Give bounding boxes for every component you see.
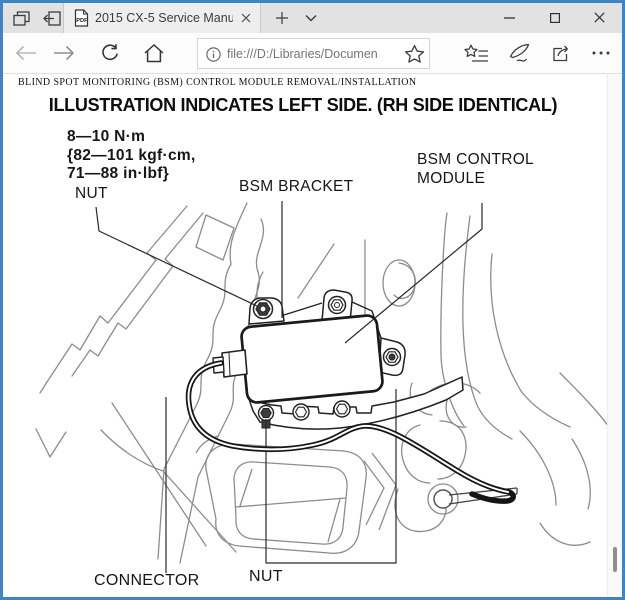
address-bar[interactable]: file:///D:/Libraries/Documen [197, 38, 430, 69]
nut-top-leader [95, 206, 258, 307]
chevron-down-icon [305, 15, 317, 22]
doc-title: ILLUSTRATION INDICATES LEFT SIDE. (RH SI… [48, 95, 558, 115]
hub-button[interactable] [461, 39, 491, 67]
leader-lines [95, 201, 483, 573]
tabs-preview-icon [12, 10, 30, 26]
share-button[interactable] [546, 39, 576, 67]
new-tab-button[interactable] [269, 6, 295, 30]
tab-title: 2015 CX-5 Service Manu [95, 11, 233, 25]
set-tabs-aside-button[interactable] [39, 6, 65, 30]
more-options-button[interactable] [586, 39, 616, 67]
tab-service-manual[interactable]: PDF 2015 CX-5 Service Manu [63, 3, 261, 33]
plus-icon [276, 12, 288, 24]
pdf-icon: PDF [74, 9, 89, 27]
torque-line-1: 8—10 N·m [67, 128, 146, 145]
bsm-bracket-label: BSM BRACKET [239, 178, 354, 195]
nut-bottom-leader [265, 389, 397, 564]
tab-preview-chevron-button[interactable] [299, 7, 323, 29]
close-icon [594, 12, 605, 23]
forward-arrow-icon [54, 45, 75, 61]
close-icon [241, 13, 251, 23]
site-info-icon[interactable] [206, 47, 221, 62]
harness-grommet [427, 483, 518, 515]
tabs-preview-button[interactable] [8, 6, 34, 30]
module-label-line-1: BSM CONTROL [417, 151, 534, 168]
tab-close-button[interactable] [237, 9, 255, 27]
scrollbar-thumb[interactable] [613, 547, 617, 572]
connector-label: CONNECTOR [94, 572, 200, 589]
refresh-icon [102, 44, 118, 61]
vertical-scrollbar[interactable] [607, 74, 622, 597]
back-arrow-icon [15, 45, 36, 61]
more-dots-icon [592, 51, 610, 55]
home-icon [144, 43, 164, 62]
bsm-module-illustration [35, 201, 613, 573]
web-note-button[interactable] [504, 39, 534, 67]
nut-top-label: NUT [75, 185, 108, 202]
torque-line-3: 71—88 in·lbf} [67, 165, 170, 182]
back-button[interactable] [11, 39, 41, 67]
module-leader [344, 203, 483, 344]
maximize-button[interactable] [532, 3, 577, 32]
set-tabs-aside-icon [43, 10, 61, 26]
title-bar: PDF 2015 CX-5 Service Manu [3, 3, 622, 33]
home-button[interactable] [139, 39, 169, 67]
nut-bottom-label: NUT [249, 568, 283, 585]
minimize-button[interactable] [487, 3, 532, 32]
close-window-button[interactable] [577, 3, 622, 32]
star-icon [404, 44, 425, 63]
torque-spec-label: 8—10 N·m {82—101 kgf·cm, 71—88 in·lbf} [67, 128, 196, 184]
forward-button[interactable] [49, 39, 79, 67]
pen-icon [509, 43, 529, 62]
navigation-bar: file:///D:/Libraries/Documen [3, 33, 622, 74]
module-label-line-2: MODULE [417, 169, 486, 187]
maximize-icon [549, 12, 560, 23]
harness-wire [185, 360, 516, 504]
panel-opening [195, 435, 397, 554]
minimize-icon [504, 16, 515, 19]
hub-favorites-icon [463, 44, 488, 62]
bsm-control-module-label: BSM CONTROL MODULE [417, 151, 534, 188]
page-content: BLIND SPOT MONITORING (BSM) CONTROL MODU… [3, 74, 622, 597]
address-url[interactable]: file:///D:/Libraries/Documen [227, 46, 378, 61]
nut-and-bolt-fasteners [252, 295, 402, 429]
share-icon [553, 45, 568, 62]
add-favorite-button[interactable] [404, 44, 426, 65]
torque-line-2: {82—101 kgf·cm, [67, 146, 196, 164]
svg-text:PDF: PDF [76, 18, 88, 24]
refresh-button[interactable] [95, 39, 125, 67]
bsm-module-body [240, 314, 384, 404]
doc-section-header: BLIND SPOT MONITORING (BSM) CONTROL MODU… [18, 77, 417, 88]
